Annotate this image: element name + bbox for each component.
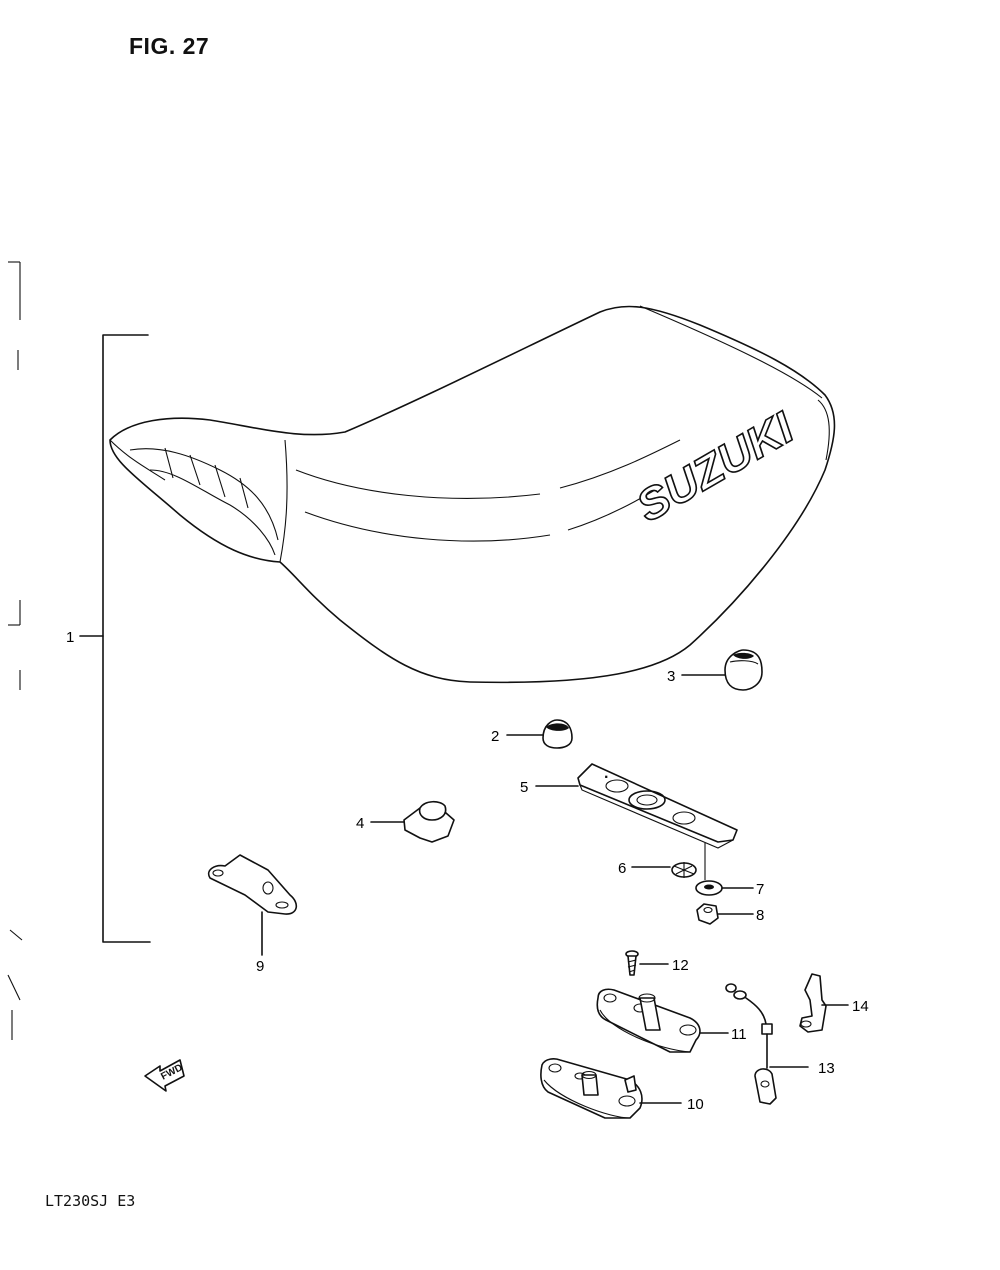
- callout-12: 12: [672, 957, 689, 974]
- callout-3: 3: [667, 668, 675, 685]
- cushion-part-3[interactable]: [681, 649, 763, 691]
- callout-6: 6: [618, 860, 626, 877]
- callout-10: 10: [687, 1096, 704, 1113]
- nut-part-8[interactable]: [696, 903, 754, 925]
- callout-2: 2: [491, 728, 499, 745]
- figure-title: FIG. 27: [129, 33, 210, 59]
- cable-part-13[interactable]: [725, 983, 809, 1105]
- clip-part-4[interactable]: [370, 800, 455, 843]
- callout-13: 13: [818, 1060, 835, 1077]
- callout-9: 9: [256, 958, 264, 975]
- seat-bracket-part-5[interactable]: ·: [535, 763, 738, 880]
- callout-5: 5: [520, 779, 528, 796]
- callout-11: 11: [731, 1026, 747, 1043]
- callout-8: 8: [756, 907, 764, 924]
- seat-assembly[interactable]: [109, 305, 836, 684]
- washer-part-7[interactable]: [695, 880, 754, 896]
- model-code: LT230SJ E3: [45, 1192, 136, 1210]
- callout-4: 4: [356, 815, 364, 832]
- hinge-part-10[interactable]: [540, 1058, 682, 1119]
- callout-1: 1: [66, 629, 74, 646]
- screw-part-12[interactable]: [625, 950, 669, 976]
- cushion-part-2[interactable]: [506, 719, 573, 749]
- callout-14: 14: [852, 998, 869, 1015]
- hinge-part-11[interactable]: [596, 988, 729, 1053]
- nut-part-6[interactable]: [631, 862, 697, 878]
- bracket-hole-mark: ·: [604, 769, 609, 786]
- scan-edge-marks: [7, 261, 23, 1040]
- bracket-part-9[interactable]: [207, 854, 298, 956]
- forward-arrow: FWD: [144, 1059, 185, 1092]
- callout-7: 7: [756, 881, 764, 898]
- bracket-part-14[interactable]: [799, 973, 849, 1033]
- assembly-bracket: [79, 334, 151, 943]
